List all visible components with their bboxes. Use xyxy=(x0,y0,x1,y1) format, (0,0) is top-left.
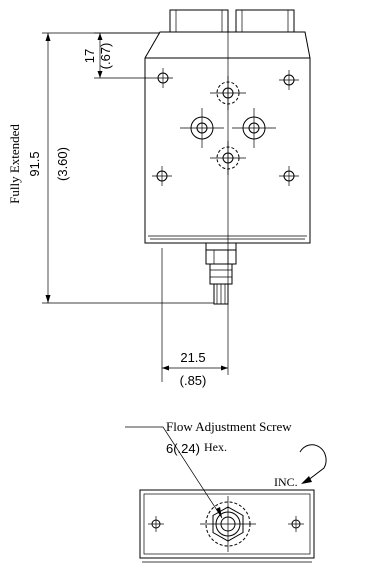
port-left xyxy=(180,108,224,148)
dim-height-mm-label: 91.5 xyxy=(27,151,42,176)
mounting-hole-top-left xyxy=(153,68,173,88)
port-top xyxy=(210,76,246,110)
dim-fully-extended: Fully Extended 91.5 (3.60) xyxy=(7,32,214,304)
bottom-fitting xyxy=(205,243,237,305)
top-connector-right xyxy=(235,9,295,33)
top-connector-left xyxy=(169,9,229,33)
bottom-view-plate xyxy=(139,489,315,563)
dim-offset-mm-label: 21.5 xyxy=(180,350,205,365)
mounting-hole-bottom-left xyxy=(152,166,172,186)
port-bottom xyxy=(210,141,246,175)
hex-size-label: 6(.24) xyxy=(166,441,200,456)
dim-top-in-label: (.67) xyxy=(98,43,113,70)
bottom-hole-left xyxy=(148,516,164,532)
dim-fitting-offset: 21.5 (.85) xyxy=(161,248,228,388)
mounting-hole-top-right xyxy=(279,70,299,90)
valve-body-outline xyxy=(144,31,311,244)
dim-top-offset: 17 (.67) xyxy=(82,32,160,79)
port-right xyxy=(232,108,276,148)
dim-offset-in-label: (.85) xyxy=(180,373,207,388)
flow-adjustment-callout: Flow Adjustment Screw 6(.24) Hex. xyxy=(125,419,292,519)
flow-adjustment-label: Flow Adjustment Screw xyxy=(166,419,292,434)
dim-top-mm-label: 17 xyxy=(82,49,97,63)
bottom-hole-right xyxy=(288,516,304,532)
mounting-hole-bottom-right xyxy=(279,166,299,186)
adjustment-screw-hex xyxy=(200,496,256,552)
increase-rotation-arrow: INC. xyxy=(274,444,327,489)
hex-word-label: Hex. xyxy=(204,440,227,454)
inc-label: INC. xyxy=(274,475,298,489)
dim-height-in-label: (3.60) xyxy=(55,147,70,181)
fully-extended-label: Fully Extended xyxy=(7,124,22,204)
